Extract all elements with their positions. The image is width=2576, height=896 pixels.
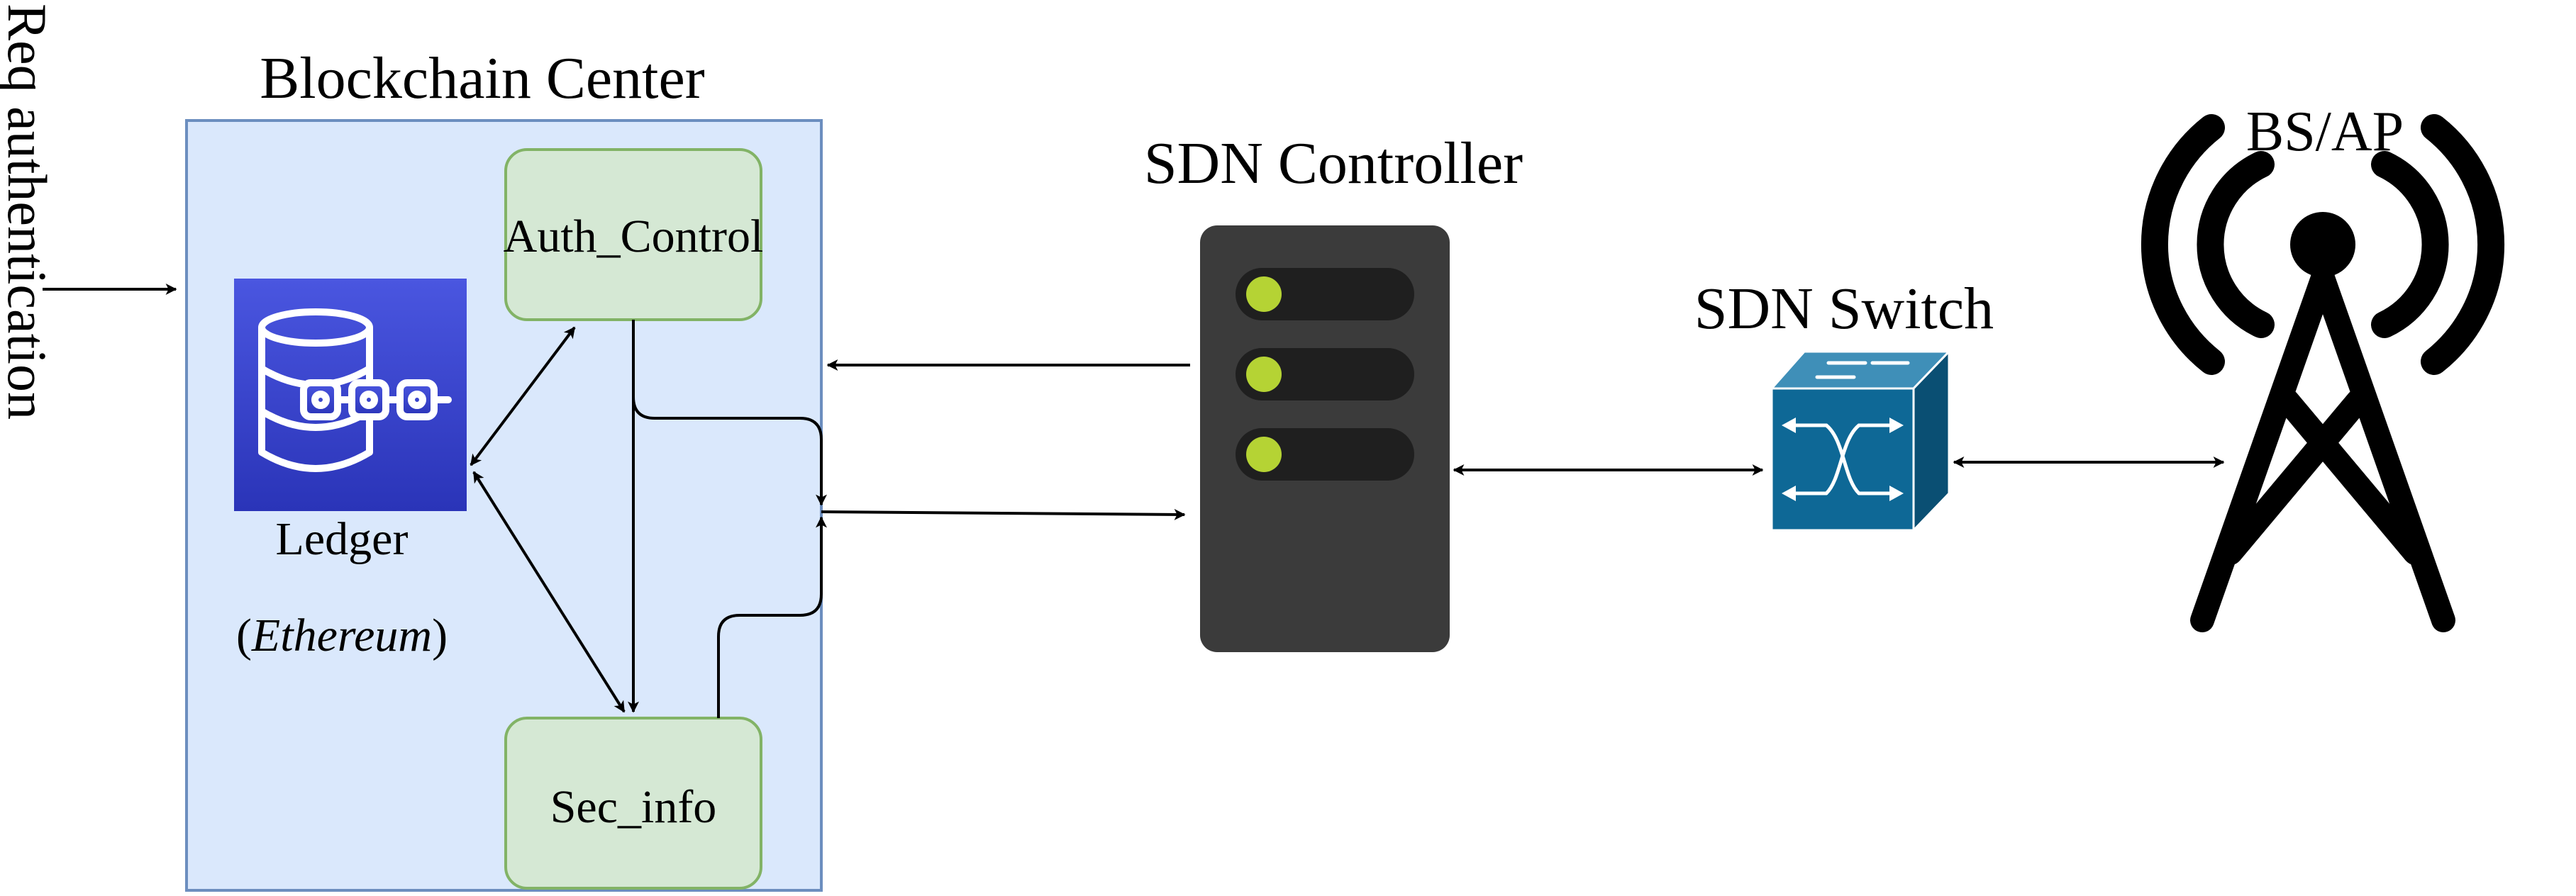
network-switch-icon[interactable] [1769,349,1952,533]
auth-control-label: Auth_Control [504,211,764,262]
blockchain-ledger-icon [234,279,467,511]
sec-info-node[interactable]: Sec_info [504,717,762,890]
sdn-switch-label: SDN Switch [1694,276,1994,342]
sec-info-label: Sec_info [550,781,717,833]
auth-to-controller-link [632,320,827,506]
sec-to-controller-link [717,516,827,718]
auth-control-node[interactable]: Auth_Control [504,148,764,321]
sdn-controller-label: SDN Controller [1144,130,1523,196]
ledger-label: Ledger [276,513,409,565]
center-to-controller-arrow [821,508,1186,520]
bs-ap-label: BS/AP [2246,101,2404,163]
ledger-subtitle: (Ethereum) [236,610,448,661]
blockchain-center-title: Blockchain Center [260,45,704,111]
antenna-tower-icon[interactable] [2141,114,2505,632]
ledger-sec-link [472,471,626,713]
server-icon[interactable] [1200,225,1450,652]
req-authentication-label: Req authentication [0,4,58,420]
ledger-auth-link [470,326,576,466]
